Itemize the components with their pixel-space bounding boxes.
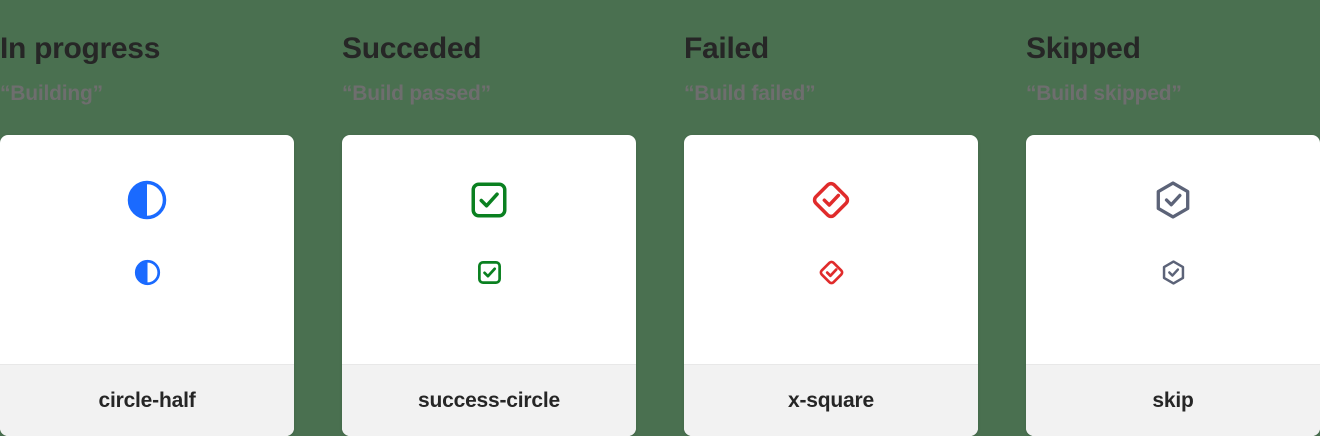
- page-title: Succeded: [342, 32, 482, 65]
- page-subtitle: “Build passed”: [342, 81, 491, 105]
- icon-card-footer: x-square: [684, 364, 978, 436]
- heading-block: Failed “Build failed”: [684, 0, 978, 135]
- page-title: Failed: [684, 32, 769, 65]
- icon-preview-area: [1026, 135, 1320, 364]
- icon-preview-area: [0, 135, 294, 364]
- heading-block: Skipped “Build skipped”: [1026, 0, 1320, 135]
- skip-icon: [1152, 179, 1194, 221]
- icon-card[interactable]: success-circle: [342, 135, 636, 436]
- icon-name-label: x-square: [788, 388, 874, 412]
- icon-card[interactable]: skip: [1026, 135, 1320, 436]
- success-circle-icon: [468, 179, 510, 221]
- heading-block: Succeded “Build passed”: [342, 0, 636, 135]
- icon-name-label: skip: [1152, 388, 1194, 412]
- page-subtitle: “Building”: [0, 81, 103, 105]
- icon-card[interactable]: x-square: [684, 135, 978, 436]
- success-circle-icon-small: [476, 259, 503, 286]
- x-square-icon-small: [818, 259, 845, 286]
- page-subtitle: “Build skipped”: [1026, 81, 1182, 105]
- status-column-failed: Failed “Build failed”: [684, 0, 978, 436]
- x-square-icon: [810, 179, 852, 221]
- icon-card-footer: circle-half: [0, 364, 294, 436]
- status-column-in-progress: In progress “Building”: [0, 0, 294, 436]
- icon-card-footer: skip: [1026, 364, 1320, 436]
- status-column-succeded: Succeded “Build passed”: [342, 0, 636, 436]
- icon-card[interactable]: circle-half: [0, 135, 294, 436]
- circle-half-icon: [126, 179, 168, 221]
- status-column-skipped: Skipped “Build skipped”: [1026, 0, 1320, 436]
- icon-preview-area: [684, 135, 978, 364]
- icon-name-label: success-circle: [418, 388, 560, 412]
- page-title: In progress: [0, 32, 161, 65]
- icon-name-label: circle-half: [98, 388, 196, 412]
- heading-block: In progress “Building”: [0, 0, 294, 135]
- skip-icon-small: [1160, 259, 1187, 286]
- icon-card-footer: success-circle: [342, 364, 636, 436]
- icon-preview-area: [342, 135, 636, 364]
- page-subtitle: “Build failed”: [684, 81, 816, 105]
- page-title: Skipped: [1026, 32, 1141, 65]
- circle-half-icon-small: [134, 259, 161, 286]
